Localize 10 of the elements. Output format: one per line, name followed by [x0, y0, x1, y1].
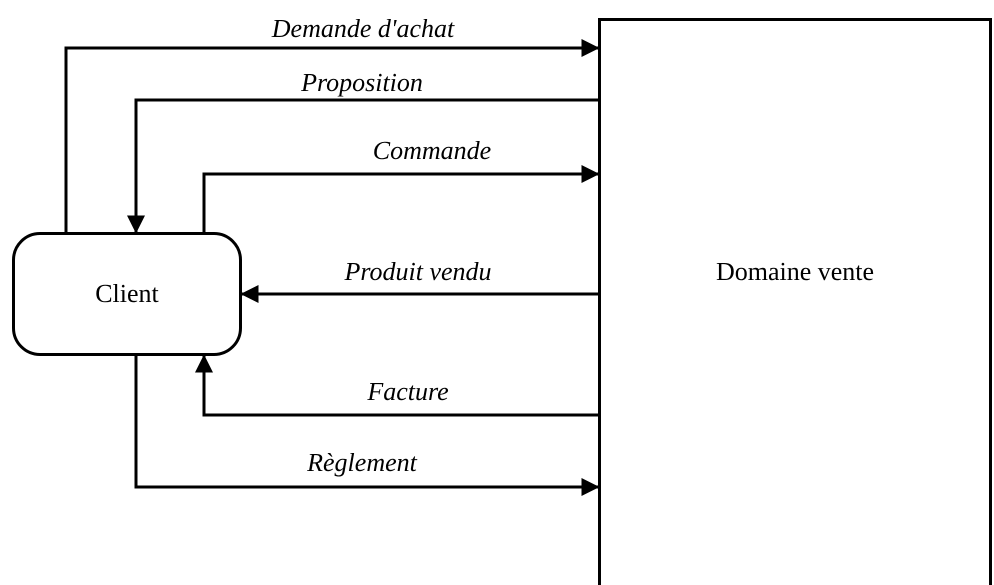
arrow	[64, 39, 600, 232]
domain-box	[598, 18, 992, 585]
arrow	[202, 165, 600, 232]
node-label: Domaine vente	[716, 259, 874, 285]
rounded-process-box	[12, 232, 242, 356]
arrow	[134, 356, 600, 496]
arrow	[240, 285, 598, 303]
arrow	[195, 354, 598, 416]
node-label: Client	[95, 281, 159, 307]
arrow	[127, 98, 598, 234]
